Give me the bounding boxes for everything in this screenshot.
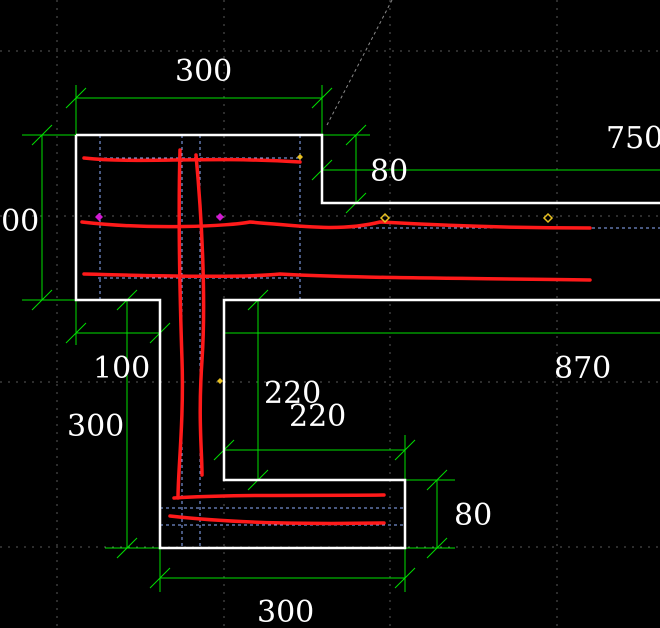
dim-left-height: 400 [0,204,39,239]
dim-bottom-width: 300 [257,595,314,628]
node-marker-yellow-4 [217,378,223,384]
dim-top-width: 300 [175,54,232,89]
section-outline [74,133,660,550]
dim-flange-thickness: 80 [370,154,408,189]
dim-inner-depth-b: 220 [289,399,346,434]
node-marker-magenta-1 [95,213,103,221]
node-markers [95,154,554,384]
rebar-lines [80,148,592,526]
node-marker-magenta-2 [216,213,224,221]
dim-overhang-length: 750 [606,121,660,156]
dimension-labels: 300 400 80 750 100 300 220 220 870 80 30… [0,54,660,628]
dim-bottom-flange-thickness: 80 [454,498,492,533]
dim-web-thickness: 100 [93,351,150,386]
node-marker-yellow-2 [379,212,391,224]
dim-web-height: 300 [67,409,124,444]
node-marker-yellow-1 [297,154,303,160]
node-marker-yellow-3 [542,212,554,224]
dim-lower-overhang-length: 870 [554,351,611,386]
dim-inner-depth-a: 220 [264,376,321,411]
